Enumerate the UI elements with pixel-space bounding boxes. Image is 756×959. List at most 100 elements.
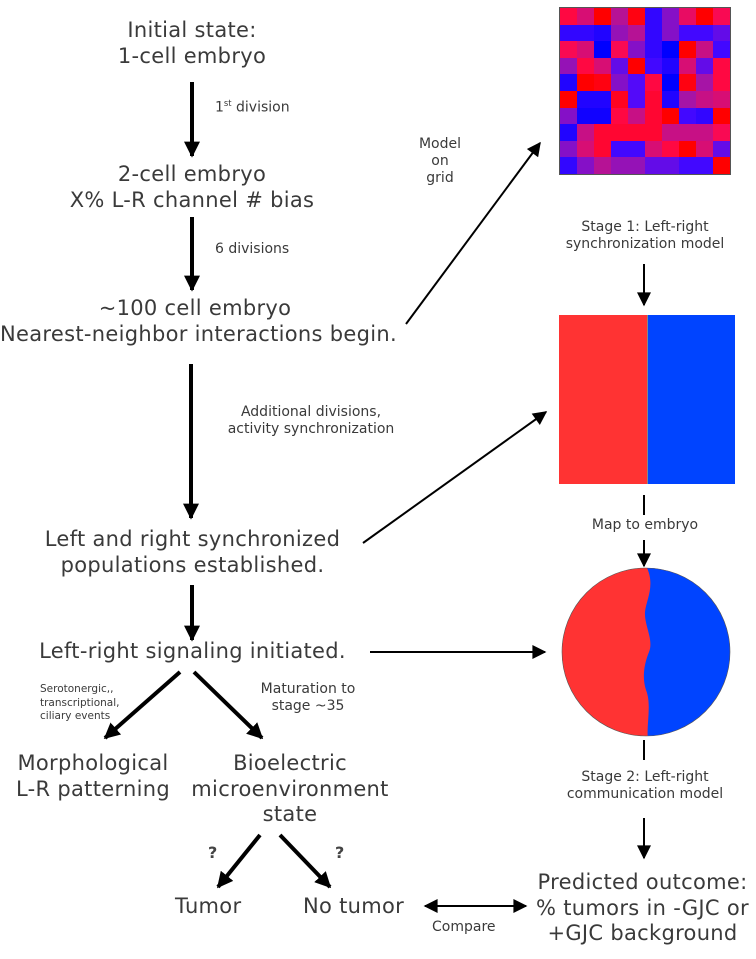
heatmap-cell [645,124,662,141]
heatmap-cell [611,8,628,25]
heatmap-cell [611,41,628,58]
heatmap-cell [713,107,730,125]
heatmap-cell [560,74,577,91]
heatmap-cell [645,8,662,25]
right-population-blue [646,315,735,484]
heatmap-cell [628,8,645,25]
heatmap-cell [577,124,594,141]
initial-state-line1: Initial state: [127,18,257,42]
heatmap-cell [645,107,662,125]
heatmap-cell [645,91,662,108]
heatmap-cell [713,140,730,158]
heatmap-cell [594,107,611,125]
arrow-lrsync-to-split [362,411,548,544]
heatmap-cell [645,157,662,174]
arrow-signal-to-morph [103,670,182,740]
heatmap-cell [645,24,662,42]
heatmap-cell [577,91,594,108]
heatmap-cell [594,8,611,25]
sero-line1: Serotonergic,, [40,683,114,695]
first-division-num: 1 [215,99,224,116]
heatmap-cell [628,24,645,42]
heatmap-cell [628,140,645,158]
bio-line1: Bioelectric [233,751,347,775]
stage1-line1: Stage 1: Left-right [581,219,709,235]
heatmap-cell [662,107,679,125]
heatmap-cell [594,74,611,91]
heatmap-cell [662,91,679,108]
maturation-line2: stage ~35 [271,698,345,715]
heatmap-cell [679,24,696,42]
heatmap-cell [628,107,645,125]
morph-line2: L-R patterning [15,776,170,801]
heatmap-cell [713,74,730,91]
question-mark-left: ? [208,843,218,862]
heatmap-cell [577,57,594,75]
heatmap-cell [696,107,713,125]
heatmap-cell [560,107,577,125]
bioelectric-label: Bioelectric microenvironment state [185,751,395,828]
tumor-label: Tumor [175,894,242,918]
heatmap-cell [560,24,577,42]
heatmap-cell [560,140,577,158]
heatmap-cell [713,8,730,25]
heatmap-cell [696,74,713,91]
six-divisions-label: 6 divisions [215,241,290,257]
model-grid-heatmap [559,7,731,175]
additional-divisions-label: Additional divisions, activity synchroni… [206,404,416,438]
heatmap-cell [679,107,696,125]
heatmap-cell [713,157,730,174]
heatmap-cell [594,57,611,75]
lr-signaling-label: Left-right signaling initiated. [39,639,346,663]
predicted-outcome-label: Predicted outcome: % tumors in -GJC or +… [525,870,756,947]
heatmap-cell [560,8,577,25]
no-tumor-label: No tumor [303,894,405,918]
heatmap-cell [679,157,696,174]
heatmap-cell [577,24,594,42]
heatmap-cell [611,57,628,75]
lr-sync-line2: populations established. [60,552,325,577]
heatmap-cell [611,91,628,108]
hundred-cell-line1: ~100 cell embryo [98,296,292,320]
morph-line1: Morphological [17,751,169,775]
sero-line2: transcriptional, [40,696,120,709]
heatmap-cell [560,41,577,58]
bio-line2: microenvironment [191,776,389,801]
maturation-line1: Maturation to [260,681,356,697]
heatmap-cell [679,8,696,25]
arrow-bio-to-tumor [216,833,262,889]
heatmap-cell [696,157,713,174]
model-on-grid-line1: Model [418,136,462,152]
heatmap-cell [611,74,628,91]
heatmap-cell [662,74,679,91]
heatmap-cell [713,24,730,42]
heatmap-cell [611,107,628,125]
heatmap-cell [577,74,594,91]
heatmap-cell [594,157,611,174]
maturation-label: Maturation to stage ~35 [248,681,368,715]
initial-state-label: Initial state: 1-cell embryo [92,18,292,69]
heatmap-cell [696,124,713,141]
heatmap-cell [713,91,730,108]
heatmap-cell [594,124,611,141]
heatmap-cell [628,57,645,75]
predicted-line1: Predicted outcome: [537,870,748,894]
heatmap-cell [696,8,713,25]
heatmap-cell [713,57,730,75]
first-division-sup: st [223,98,232,108]
heatmap-cell [577,8,594,25]
heatmap-cell [696,91,713,108]
heatmap-cell [560,57,577,75]
heatmap-cell [628,124,645,141]
heatmap-cell [611,124,628,141]
heatmap-cell [645,57,662,75]
morphological-label: Morphological L-R patterning [12,751,174,802]
heatmap-cell [594,91,611,108]
heatmap-cell [679,57,696,75]
heatmap-cell [560,91,577,108]
heatmap-cell [577,41,594,58]
model-on-grid-line2: on [431,153,449,170]
heatmap-cell [696,24,713,42]
heatmap-cell [696,41,713,58]
